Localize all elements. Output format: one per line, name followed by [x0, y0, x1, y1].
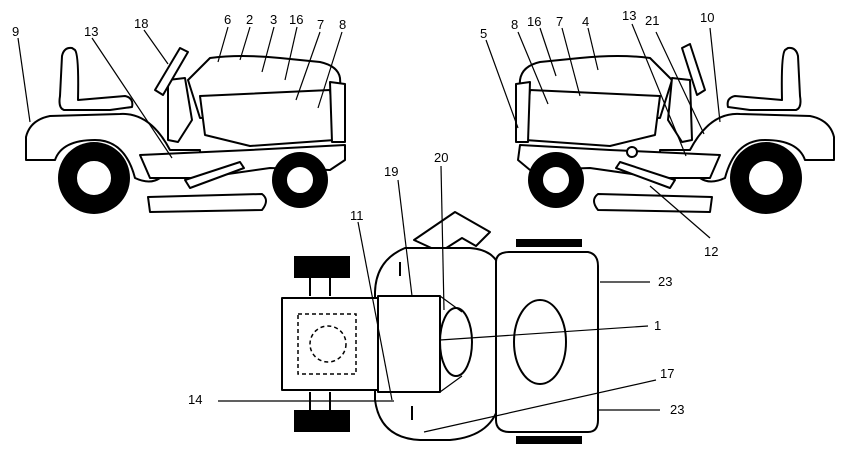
label-18: 18 — [134, 16, 148, 31]
top-front-tire-upper — [516, 239, 582, 247]
label-7: 7 — [317, 17, 324, 32]
label-1: 1 — [654, 318, 661, 333]
label-13: 13 — [84, 24, 98, 39]
right-steering-wheel — [681, 43, 706, 96]
top-discharge-chute — [413, 211, 491, 253]
label-8: 8 — [339, 17, 346, 32]
left-hood-side — [199, 89, 336, 147]
left-front-hub — [285, 165, 315, 195]
label-13: 13 — [622, 8, 636, 23]
label-6: 6 — [224, 12, 231, 27]
label-19: 19 — [384, 164, 398, 179]
right-grille — [515, 81, 531, 143]
label-8: 8 — [511, 17, 518, 32]
right-seat — [726, 46, 802, 111]
label-7: 7 — [556, 14, 563, 29]
label-11: 11 — [350, 208, 364, 223]
label-23-lower: 23 — [670, 402, 684, 417]
top-view-tractor: 19 20 11 23 1 17 14 23 — [188, 150, 684, 444]
top-seat-circle — [309, 325, 347, 363]
label-4: 4 — [582, 14, 589, 29]
top-engine-cover — [513, 299, 567, 385]
top-rear-tire-upper — [294, 256, 350, 278]
top-front-tire-lower — [516, 436, 582, 444]
label-14: 14 — [188, 392, 202, 407]
top-rear-tire-lower — [294, 410, 350, 432]
label-12: 12 — [704, 244, 718, 259]
left-rear-hub — [75, 159, 113, 197]
label-3: 3 — [270, 12, 277, 27]
left-seat — [58, 46, 134, 111]
label-20: 20 — [434, 150, 448, 165]
right-rear-hub — [747, 159, 785, 197]
left-deck-lever — [184, 161, 245, 189]
right-tractor: 5 8 16 7 4 13 21 10 12 — [480, 8, 835, 259]
label-5: 5 — [480, 26, 487, 41]
label-17: 17 — [660, 366, 674, 381]
label-16: 16 — [527, 14, 541, 29]
left-steering-wheel — [154, 47, 189, 96]
right-steering-column — [667, 77, 693, 143]
label-9: 9 — [12, 24, 19, 39]
right-front-hub — [541, 165, 571, 195]
top-seat-outline — [297, 313, 357, 375]
label-23-upper: 23 — [658, 274, 672, 289]
top-fuel-cap — [439, 307, 473, 377]
right-deck-lever — [615, 161, 676, 189]
label-10: 10 — [700, 10, 714, 25]
right-lever-knob — [626, 146, 638, 158]
left-mower-deck — [147, 193, 267, 213]
right-mower-deck — [593, 193, 713, 213]
label-16: 16 — [289, 12, 303, 27]
label-2: 2 — [246, 12, 253, 27]
left-tractor: 9 13 18 6 2 3 16 7 8 — [12, 12, 346, 214]
left-steering-column — [167, 77, 193, 143]
left-grille — [329, 81, 346, 143]
top-rear-body — [281, 297, 379, 391]
label-21: 21 — [645, 13, 659, 28]
